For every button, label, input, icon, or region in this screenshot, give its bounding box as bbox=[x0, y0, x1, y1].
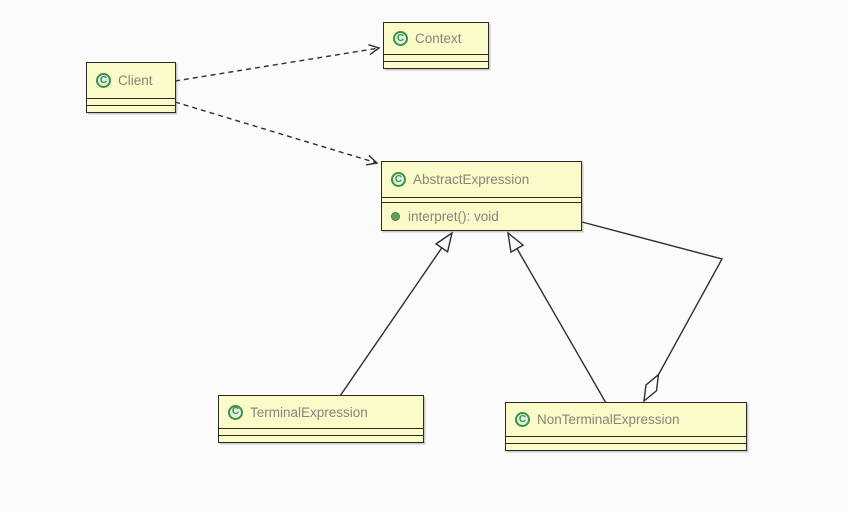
class-header: C Context bbox=[384, 23, 488, 54]
class-name: NonTerminalExpression bbox=[537, 412, 680, 427]
class-name: Context bbox=[415, 31, 462, 46]
fields-compartment bbox=[219, 428, 423, 435]
class-icon: C bbox=[393, 31, 408, 46]
edge-generalization-terminalexpression[interactable] bbox=[339, 231, 454, 397]
methods-compartment bbox=[219, 435, 423, 442]
fields-compartment bbox=[506, 436, 746, 443]
class-icon: C bbox=[391, 172, 406, 187]
class-header: C AbstractExpression bbox=[382, 162, 581, 197]
class-box-context[interactable]: C Context bbox=[383, 22, 489, 69]
class-name: TerminalExpression bbox=[250, 404, 368, 420]
class-box-abstractexpression[interactable]: C AbstractExpression interpret(): void bbox=[381, 161, 582, 231]
fields-compartment bbox=[382, 197, 581, 202]
fields-compartment bbox=[384, 54, 488, 61]
edge-aggregation-nonterminalexpression[interactable] bbox=[581, 221, 724, 403]
methods-compartment bbox=[506, 443, 746, 450]
edge-dependency-client-context[interactable] bbox=[174, 43, 381, 82]
class-box-nonterminalexpression[interactable]: C NonTerminalExpression bbox=[505, 402, 747, 451]
class-icon: C bbox=[96, 73, 111, 88]
class-icon: C bbox=[228, 404, 243, 420]
methods-compartment bbox=[384, 61, 488, 68]
class-header: C TerminalExpression bbox=[219, 396, 423, 428]
edge-generalization-nonterminalexpression[interactable] bbox=[507, 231, 607, 404]
fields-compartment bbox=[87, 98, 175, 105]
class-box-terminalexpression[interactable]: C TerminalExpression bbox=[218, 395, 424, 443]
class-icon: C bbox=[515, 412, 530, 427]
class-name: Client bbox=[118, 73, 153, 88]
method-row: interpret(): void bbox=[382, 202, 581, 230]
public-method-icon bbox=[391, 212, 400, 221]
class-header: C Client bbox=[87, 63, 175, 98]
class-header: C NonTerminalExpression bbox=[506, 403, 746, 436]
method-signature: interpret(): void bbox=[408, 209, 499, 224]
edge-dependency-client-abstractexpression[interactable] bbox=[174, 101, 379, 166]
class-box-client[interactable]: C Client bbox=[86, 62, 176, 113]
class-name: AbstractExpression bbox=[413, 172, 530, 187]
methods-compartment bbox=[87, 105, 175, 112]
